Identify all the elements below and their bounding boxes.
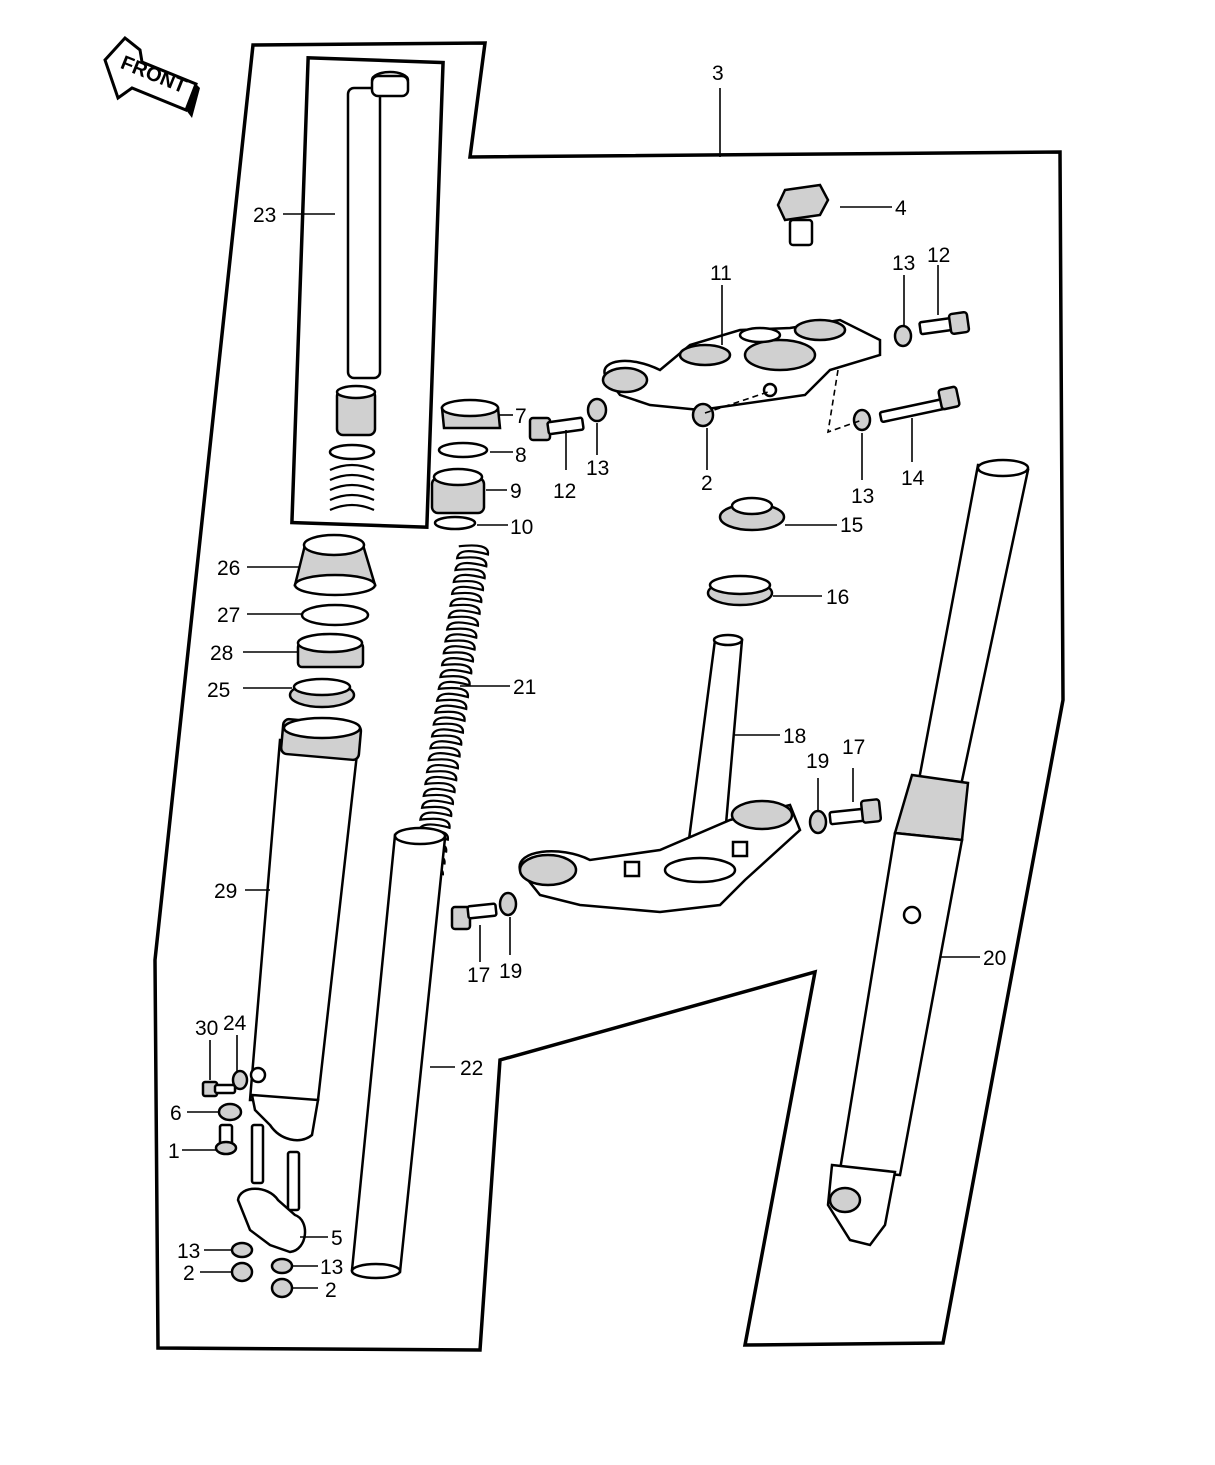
label-5: 5 [331, 1227, 343, 1250]
drain-washer-6 [217, 1102, 243, 1122]
lower-washer-right [808, 809, 828, 835]
label-19-left: 19 [499, 960, 522, 983]
seal-washer [288, 677, 356, 709]
label-10: 10 [510, 516, 533, 539]
damper-rod [328, 70, 410, 512]
steering-bearing-lower [706, 574, 774, 607]
label-1: 1 [168, 1140, 180, 1163]
label-8: 8 [515, 444, 527, 467]
long-bolt [878, 385, 961, 424]
nut-2-right [270, 1277, 294, 1299]
steering-stem-lower-clamp [518, 633, 802, 914]
washer-24 [231, 1069, 249, 1091]
label-6: 6 [170, 1102, 182, 1125]
label-20: 20 [983, 947, 1006, 970]
lower-washer-left [498, 891, 518, 917]
stem-head-nut [776, 183, 830, 247]
label-29: 29 [214, 880, 237, 903]
label-28: 28 [210, 642, 233, 665]
label-12-upper-right: 12 [927, 244, 950, 267]
outer-tube-left [248, 716, 363, 1142]
label-11: 11 [710, 262, 732, 285]
retaining-ring [300, 603, 370, 627]
label-23: 23 [253, 204, 276, 227]
label-13-upper-right: 13 [892, 252, 915, 275]
lower-clamp-bolt-right [828, 798, 883, 826]
oil-seal [296, 632, 365, 669]
bolt-30 [201, 1080, 237, 1098]
leader-lines [182, 88, 980, 1289]
axle-holder-5 [236, 1187, 307, 1254]
label-16: 16 [826, 586, 849, 609]
label-30: 30 [195, 1017, 218, 1040]
clamp-bolt-upper-right [918, 310, 971, 336]
fork-spring [412, 544, 490, 876]
label-13-bottom-left: 13 [177, 1240, 200, 1263]
fork-cap [430, 467, 486, 515]
label-4: 4 [895, 197, 907, 220]
axle-studs [250, 1123, 301, 1212]
washer-13-left [230, 1241, 254, 1259]
o-ring [433, 515, 477, 531]
circlip [437, 441, 489, 459]
washer-upper-left [586, 397, 608, 423]
part-labels: 3 4 11 13 12 7 8 9 10 12 13 2 13 14 15 1… [168, 62, 1006, 1302]
nut-center [691, 402, 715, 428]
label-22: 22 [460, 1057, 483, 1080]
lower-clamp-bolt-left [450, 902, 498, 931]
assembly-outline [153, 41, 1065, 1352]
label-27: 27 [217, 604, 240, 627]
label-17-left: 17 [467, 964, 490, 987]
label-2-bottom-left: 2 [183, 1262, 195, 1285]
label-2-center: 2 [701, 472, 713, 495]
label-7: 7 [515, 405, 527, 428]
drain-screw-1 [214, 1123, 238, 1156]
label-25: 25 [207, 679, 230, 702]
label-21: 21 [513, 676, 536, 699]
washer-long-bolt [852, 408, 872, 432]
inner-tube-left [350, 826, 447, 1280]
label-13-long-bolt: 13 [851, 485, 874, 508]
label-9: 9 [510, 480, 522, 503]
label-26: 26 [217, 557, 240, 580]
label-13-bottom-right: 13 [320, 1256, 343, 1279]
nut-2-left [230, 1261, 254, 1283]
label-3: 3 [712, 62, 724, 85]
label-13-left: 13 [586, 457, 609, 480]
right-fork-leg [826, 458, 1030, 1247]
label-14: 14 [901, 467, 925, 490]
label-17-right: 17 [842, 736, 865, 759]
label-12-left: 12 [553, 480, 576, 503]
label-2-bottom-right: 2 [325, 1279, 337, 1302]
label-18: 18 [783, 725, 806, 748]
connector-dashed [704, 369, 863, 434]
washer-13-right [270, 1257, 294, 1275]
clamp-bolt-upper-left [528, 416, 585, 442]
upper-triple-clamp [601, 318, 882, 412]
washer-upper-right [893, 324, 913, 348]
damper-box [290, 55, 445, 530]
dust-seal [293, 533, 377, 597]
label-15: 15 [840, 514, 863, 537]
label-24: 24 [223, 1012, 247, 1035]
steering-bearing-upper [718, 496, 786, 532]
label-19-right: 19 [806, 750, 829, 773]
front-arrow-icon: FRONT [103, 35, 200, 118]
top-plug [440, 398, 502, 430]
